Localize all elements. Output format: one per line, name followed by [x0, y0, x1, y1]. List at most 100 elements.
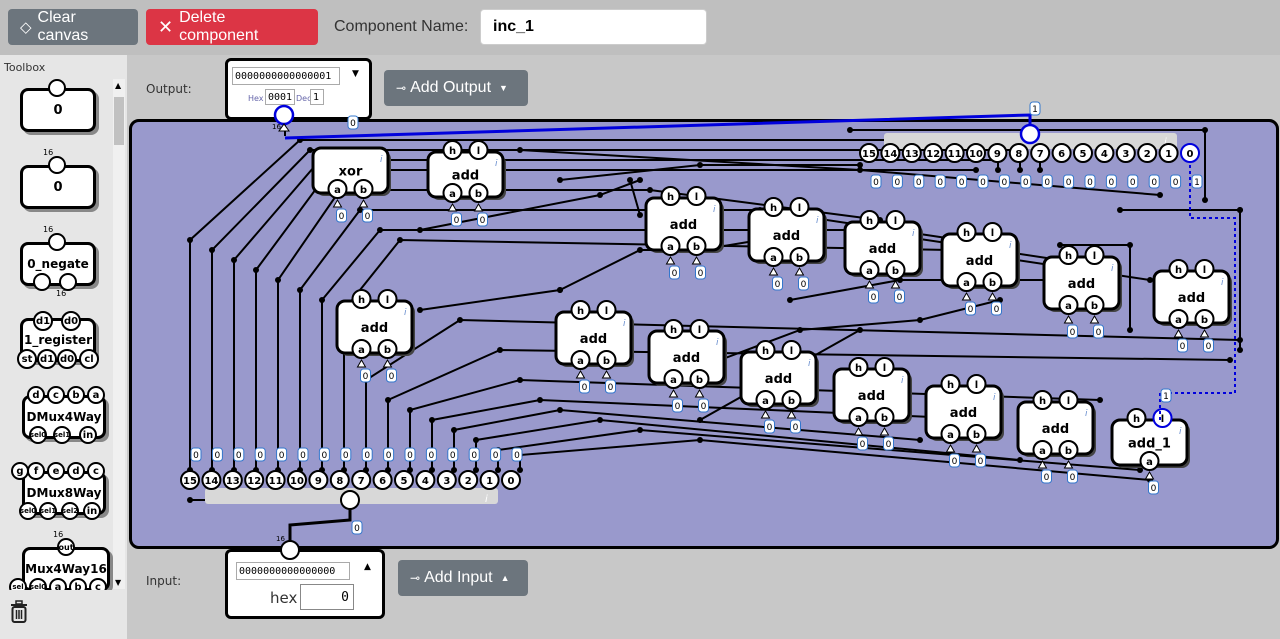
output-pin-f[interactable]: f — [27, 462, 45, 480]
pin-label: h — [670, 325, 677, 336]
toolbox-item-0-negate[interactable]: 0_negate 16 16 — [20, 225, 96, 298]
input-dropdown-icon[interactable]: ▲ — [364, 562, 371, 572]
gate-input-pin — [885, 260, 906, 280]
pin-value: 0 — [1206, 342, 1212, 352]
output-pin-a[interactable]: a — [87, 386, 105, 404]
input-pin-sel0[interactable]: sel0 — [19, 502, 37, 520]
wire-junction — [385, 397, 391, 403]
pin-value-box — [894, 289, 905, 304]
output-hex-field[interactable]: 0001 — [265, 89, 295, 105]
wire-junction — [847, 127, 853, 133]
input-pin-sel1[interactable]: sel1 — [53, 426, 71, 444]
input-pin-in[interactable]: in — [83, 502, 101, 520]
input-pin-d0[interactable]: d0 — [57, 349, 77, 369]
pin-label: h — [762, 346, 769, 357]
pin-value: 0 — [363, 372, 369, 382]
output-pin-d0[interactable]: d0 — [61, 311, 81, 331]
output-pin-c[interactable]: c — [47, 386, 65, 404]
output-pin[interactable] — [48, 233, 66, 251]
bus-value-box — [934, 174, 946, 189]
input-arrow — [473, 202, 484, 212]
input-pin-d1[interactable]: d1 — [37, 349, 57, 369]
wire-junction — [537, 397, 543, 403]
pin-value: 0 — [698, 269, 704, 279]
output-pin-out[interactable]: out — [57, 538, 75, 556]
signal-value-box — [1160, 388, 1172, 403]
output-dec-field[interactable]: 1 — [310, 89, 324, 105]
input-bus-wire — [288, 500, 352, 546]
pin-label: st — [21, 353, 33, 365]
wire-junction — [797, 327, 803, 333]
toolbox-item-0[interactable]: 0 — [20, 79, 96, 132]
input-pin-cl[interactable]: cl — [79, 349, 99, 369]
toolbox-item-dmux4way[interactable]: DMux4Way d c b a sel0 sel1 in — [22, 386, 106, 444]
input-pin[interactable] — [59, 273, 77, 291]
input-pin-st[interactable]: st — [17, 349, 37, 369]
output-component[interactable]: 0000000000000001 ▼ Hex 0001 Dec 1 — [225, 58, 372, 120]
output-pin[interactable] — [48, 79, 66, 97]
add-input-button[interactable]: ⊸ Add Input ▲ — [398, 560, 528, 596]
input-component[interactable]: 0000000000000000 ▲ hex 0 — [225, 549, 385, 619]
input-pin-sel2[interactable]: sel2 — [61, 502, 79, 520]
pin-label: d0 — [63, 315, 79, 327]
pin-value-box — [1093, 324, 1104, 339]
gate-output-pin — [956, 222, 977, 242]
scroll-up-icon[interactable]: ▲ — [115, 81, 122, 90]
output-pin[interactable] — [48, 156, 66, 174]
pin-label: a — [1175, 315, 1182, 326]
output-pin-d[interactable]: d — [67, 462, 85, 480]
gate-output-pin — [781, 340, 802, 360]
plug-icon: ⊸ — [410, 571, 421, 585]
toolbox-item-1-register[interactable]: 1_register d1 d0 st d1 d0 cl — [17, 311, 99, 369]
pin-label: b — [603, 356, 610, 367]
pin-value-box — [764, 419, 775, 434]
bus-bit-label: 12 — [926, 149, 940, 160]
output-binary-field[interactable]: 0000000000000001 — [232, 67, 340, 85]
input-binary-field[interactable]: 0000000000000000 — [236, 562, 350, 580]
input-pin-sel0[interactable]: sel0 — [29, 426, 47, 444]
bus-bit-label: 8 — [1015, 149, 1022, 160]
wire-junction — [357, 207, 363, 213]
wire-junction — [1137, 467, 1143, 473]
output-pin-c[interactable]: c — [87, 462, 105, 480]
bus-bit-label: 7 — [358, 476, 365, 487]
input-pin-sel1[interactable]: sel1 — [39, 502, 57, 520]
toolbox-item-mux4way16[interactable]: Mux4Way16 out 16 sel sel0 a b c — [9, 530, 110, 596]
component-name-input[interactable]: inc_1 — [480, 9, 707, 45]
pin-label: c — [93, 465, 99, 477]
pin-value-box — [798, 276, 809, 291]
scrollbar-thumb[interactable] — [114, 97, 124, 145]
wire-junction — [1157, 192, 1163, 198]
wire-junction — [517, 467, 523, 473]
gate-output-pin — [755, 340, 776, 360]
gate-input-pin — [442, 183, 463, 203]
output-pin-b[interactable]: b — [67, 386, 85, 404]
output-pin-e[interactable]: e — [47, 462, 65, 480]
clear-canvas-button[interactable]: ◇ Clear canvas — [8, 9, 138, 45]
output-pin-d[interactable]: d — [27, 386, 45, 404]
pin-label: c — [95, 581, 101, 593]
delete-component-label: Delete component — [179, 9, 259, 44]
bus-value-box — [340, 447, 352, 462]
input-pin-in[interactable]: in — [79, 426, 97, 444]
gate-output-pin — [1032, 390, 1053, 410]
bus-value-box — [490, 447, 502, 462]
add-output-button[interactable]: ⊸ Add Output ▼ — [384, 70, 528, 106]
input-hex-field[interactable]: 0 — [300, 584, 354, 610]
output-pin-d1[interactable]: d1 — [33, 311, 53, 331]
toolbox-item-0-16[interactable]: 0 16 — [20, 148, 96, 209]
trash-icon[interactable] — [9, 600, 29, 624]
scroll-down-icon[interactable]: ▼ — [115, 578, 122, 587]
toolbox-item-dmux8way[interactable]: DMux8Way g f e d c sel0 sel1 sel2 in — [11, 462, 106, 520]
input-arrow — [879, 426, 890, 436]
toolbox-scrollbar[interactable]: ▲ ▼ — [113, 79, 125, 589]
pin-label: a — [334, 185, 341, 196]
delete-component-button[interactable]: ✕ Delete component — [146, 9, 318, 45]
output-dropdown-icon[interactable]: ▼ — [352, 69, 359, 79]
input-bus-pin — [372, 470, 393, 490]
input-pin[interactable] — [33, 273, 51, 291]
